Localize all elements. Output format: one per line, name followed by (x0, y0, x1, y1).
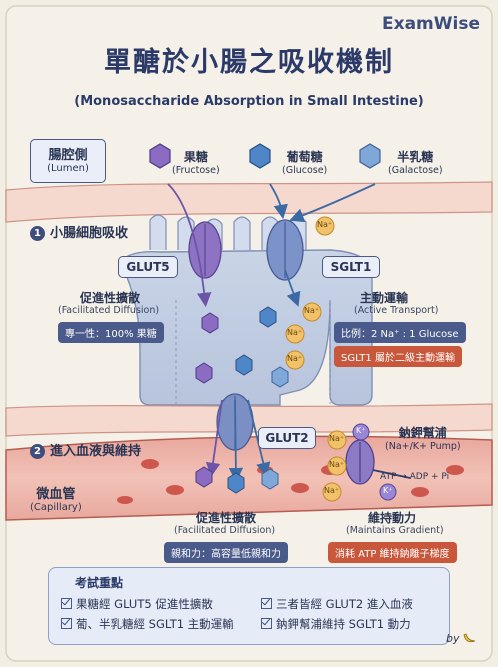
facilitated-top-en: (Facilitated Diffusion) (58, 305, 160, 316)
sglt1-transporter (266, 219, 304, 281)
fructose-hexagon (149, 143, 171, 169)
section1-number: 1 (30, 226, 45, 241)
galactose-label: 半乳糖 (Galactose) (388, 148, 443, 176)
flow-arrows (167, 183, 411, 483)
glucose-en: (Glucose) (282, 165, 328, 176)
galactose-hexagon (359, 143, 381, 169)
page-title: 單醣於小腸之吸收機制 (104, 47, 394, 78)
section1-heading: 1 小腸細胞吸收 (30, 222, 128, 241)
active-tag2: SGLT1 屬於二級主動運輸 (334, 346, 462, 367)
sodium-ions (285, 216, 347, 502)
check-icon (61, 618, 72, 629)
fructose-label: 果糖 (Fructose) (172, 148, 220, 176)
glut5-transporter (188, 221, 222, 279)
k-ion-label-1: K⁺ (356, 426, 366, 435)
apical-membrane (5, 181, 493, 223)
na-ion-label-1: Na⁺ (317, 220, 333, 229)
pump-label: 鈉鉀幫浦 (Na+/K+ Pump) (385, 424, 461, 452)
glut5-label: GLUT5 (118, 256, 178, 278)
galactose-zh: 半乳糖 (397, 150, 434, 164)
exam-point-3: 葡、半乳糖經 SGLT1 主動運輸 (61, 616, 234, 632)
section2-label: 進入血液與維持 (50, 444, 142, 459)
exam-point-4: 鈉鉀幫浦維持 SGLT1 動力 (261, 616, 411, 632)
cell-junctions (175, 300, 331, 404)
glucose-label: 葡萄糖 (Glucose) (282, 148, 327, 176)
facilitated-top-zh: 促進性擴散 (80, 291, 141, 305)
na-ion-label-2: Na⁺ (304, 306, 320, 315)
page-subtitle: (Monosaccharide Absorption in Small Inte… (74, 94, 424, 109)
na-k-pump (345, 439, 375, 485)
atp-reaction: ATP → ADP + Pi (380, 472, 450, 482)
facilitated-bottom-en: (Facilitated Diffusion) (174, 525, 276, 536)
check-icon (261, 598, 272, 609)
pump-zh: 鈉鉀幫浦 (398, 426, 447, 440)
glut2-label: GLUT2 (258, 427, 316, 449)
gradient-en: (Maintains Gradient) (346, 525, 444, 536)
capillary-label: 微血管 (Capillary) (30, 483, 82, 513)
potassium-ions (352, 423, 397, 501)
fructose-zh: 果糖 (183, 150, 208, 164)
lumen-label-box: 腸腔側 (Lumen) (30, 139, 106, 183)
lumen-label-en: (Lumen) (47, 163, 89, 174)
section2-heading: 2 進入血液與維持 (30, 440, 141, 459)
na-ion-label-3: Na⁺ (287, 328, 303, 337)
fructose-en: (Fructose) (172, 165, 220, 176)
gradient-tag: 消耗 ATP 維持鈉離子梯度 (328, 542, 457, 563)
galactose-en: (Galactose) (388, 165, 443, 176)
glucose-zh: 葡萄糖 (286, 150, 323, 164)
exam-title: 考試重點 (75, 576, 124, 590)
capillary-zh: 微血管 (36, 487, 76, 502)
facilitated-bottom-zh: 促進性擴散 (196, 511, 257, 525)
active-tag1: 比例：2 Na⁺ : 1 Glucose (334, 322, 466, 343)
glucose-hexagon (249, 143, 271, 169)
banana-icon (462, 630, 476, 644)
exam-point-1: 果糖經 GLUT5 促進性擴散 (61, 596, 213, 612)
cell-sugars (195, 306, 289, 388)
exam-box: 考試重點 果糖經 GLUT5 促進性擴散 三者皆經 GLUT2 進入血液 葡、半… (48, 567, 450, 645)
microvilli (149, 214, 307, 250)
check-icon (61, 598, 72, 609)
facilitated-top-tag: 專一性：100% 果糖 (58, 322, 164, 343)
gradient-zh: 維持動力 (368, 511, 417, 525)
na-ion-label-5: Na⁺ (329, 434, 345, 443)
active-en: (Active Transport) (354, 305, 439, 316)
exam-point-3-text: 葡、半乳糖經 SGLT1 主動運輸 (76, 617, 234, 631)
exam-point-2: 三者皆經 GLUT2 進入血液 (261, 596, 413, 612)
capillary-en: (Capillary) (30, 502, 82, 513)
na-ion-label-6: Na⁺ (329, 460, 345, 469)
k-ion-label-2: K⁺ (383, 486, 393, 495)
lumen-label-zh: 腸腔側 (48, 148, 88, 163)
blood-sugars (195, 466, 279, 494)
signature: by (446, 632, 460, 645)
na-ion-label-7: Na⁺ (324, 486, 340, 495)
check-icon (261, 618, 272, 629)
exam-point-2-text: 三者皆經 GLUT2 進入血液 (276, 597, 413, 611)
active-zh: 主動運輸 (360, 291, 409, 305)
facilitated-bottom-tag: 親和力：高容量低親和力 (164, 542, 288, 563)
section1-label: 小腸細胞吸收 (50, 226, 129, 241)
exam-point-1-text: 果糖經 GLUT5 促進性擴散 (76, 597, 213, 611)
na-ion-label-4: Na⁺ (287, 354, 303, 363)
brand-logo: ExamWise (382, 14, 480, 34)
section2-number: 2 (30, 444, 45, 459)
sglt1-label: SGLT1 (322, 256, 380, 278)
exam-point-4-text: 鈉鉀幫浦維持 SGLT1 動力 (276, 617, 411, 631)
pump-en: (Na+/K+ Pump) (385, 441, 461, 452)
